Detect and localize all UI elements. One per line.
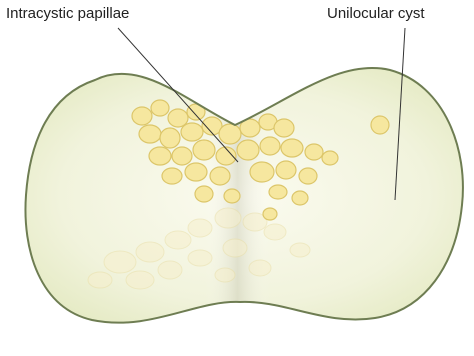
label-intracystic-papillae: Intracystic papillae [6, 5, 129, 23]
isolated-papilla [371, 116, 389, 134]
label-unilocular-cyst: Unilocular cyst [327, 5, 425, 23]
